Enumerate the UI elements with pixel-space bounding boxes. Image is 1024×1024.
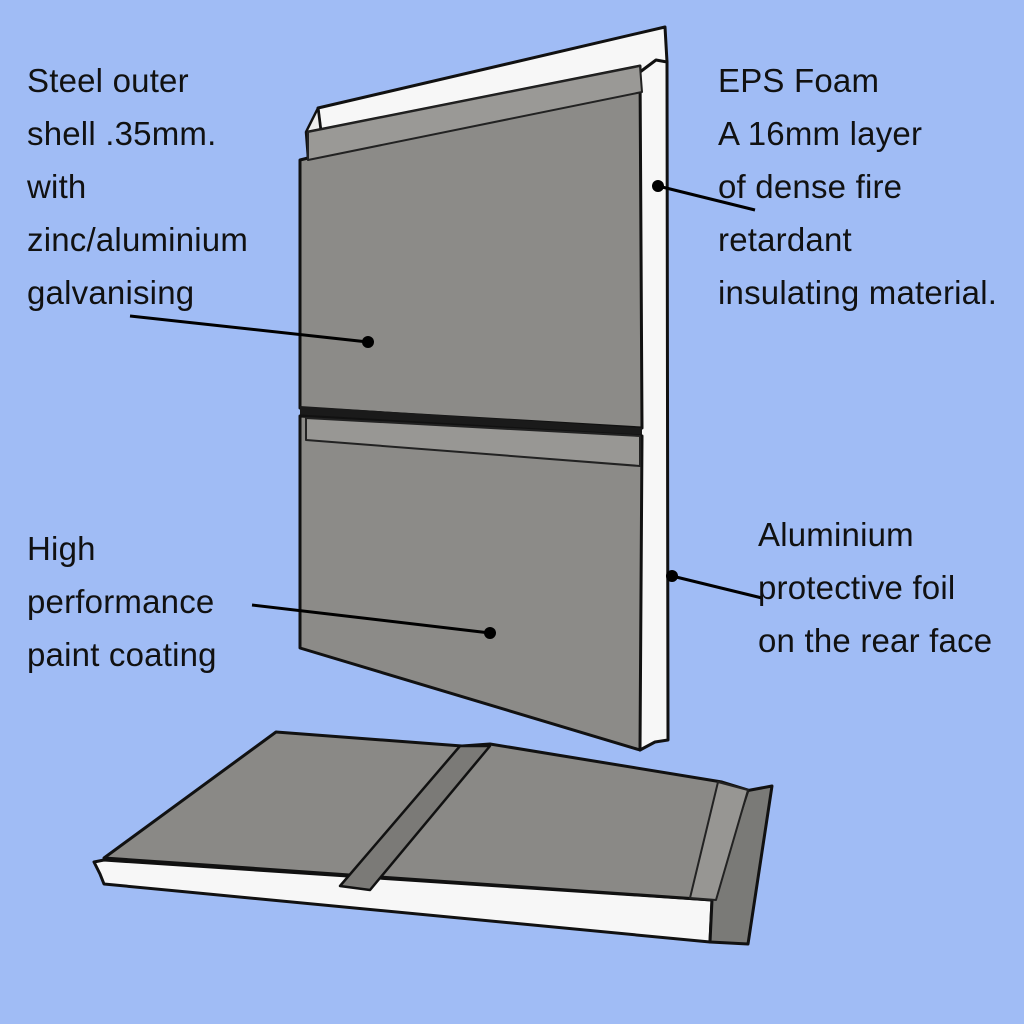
aluminium-foil-label: Aluminium protective foil on the rear fa… [758, 508, 992, 667]
steel-shell-label-line-2: shell .35mm. [27, 115, 217, 152]
lying-centre-groove [338, 744, 492, 892]
upper-rib [307, 65, 643, 161]
eps-foam-label: EPS Foam A 16mm layer of dense fire reta… [718, 54, 997, 319]
paint-coating-label-line-3: paint coating [27, 636, 217, 673]
lying-panel [92, 730, 774, 946]
lower-rib [305, 417, 641, 467]
lower-steel-face [298, 414, 644, 752]
steel-leader-line [129, 314, 369, 344]
panel-joint [300, 406, 642, 436]
paint-coating-label-line-2: performance [27, 583, 215, 620]
upright-panel [298, 25, 670, 752]
paint-coating-label-line-1: High [27, 530, 96, 567]
foil-pointer-dot [666, 570, 678, 582]
eps-foam-label-line-2: A 16mm layer [718, 115, 923, 152]
eps-foam-label-line-4: retardant [718, 221, 852, 258]
steel-shell-label-line-1: Steel outer [27, 62, 189, 99]
eps-foam-label-line-5: insulating material. [718, 274, 998, 311]
foam-side-edge [638, 58, 670, 752]
steel-shell-label-line-4: zinc/aluminium [27, 221, 249, 258]
foil-leader-line [671, 574, 763, 600]
steel-pointer-dot [362, 336, 374, 348]
aluminium-foil-label-line-3: on the rear face [758, 622, 993, 659]
lying-right-rib [689, 781, 749, 901]
eps-foam-label-line-1: EPS Foam [718, 62, 880, 99]
steel-shell-label-line-5: galvanising [27, 274, 195, 311]
steel-shell-label-line-3: with [27, 168, 87, 205]
eps-leader-line [657, 184, 756, 212]
aluminium-foil-label-line-1: Aluminium [758, 516, 914, 553]
paint-pointer-dot [484, 627, 496, 639]
paint-coating-label: High performance paint coating [27, 522, 217, 681]
steel-shell-label: Steel outer shell .35mm. with zinc/alumi… [27, 54, 248, 319]
aluminium-foil-label-line-2: protective foil [758, 569, 956, 606]
paint-leader-line [251, 603, 491, 635]
eps-pointer-dot [652, 180, 664, 192]
eps-foam-label-line-3: of dense fire [718, 168, 903, 205]
leader-lines [129, 180, 763, 639]
